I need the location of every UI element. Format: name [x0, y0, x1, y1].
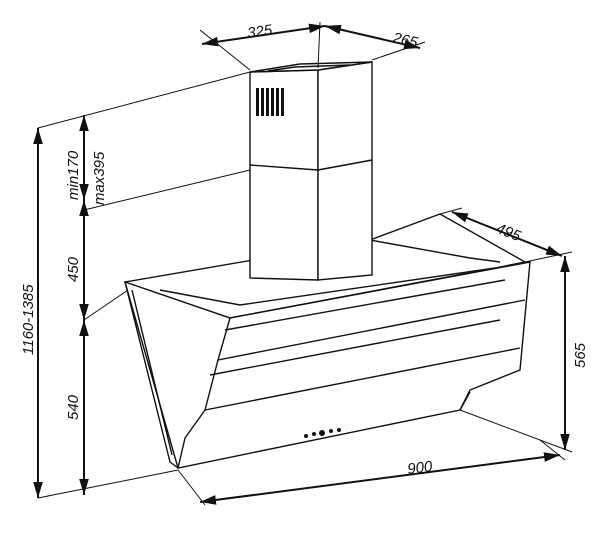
vent-slots-icon: [256, 88, 284, 116]
label-hood-side-height: 565: [572, 342, 589, 368]
dimension-lines: [33, 21, 573, 506]
label-chimney-depth: 265: [390, 29, 420, 52]
label-chimney-min: min170: [65, 150, 82, 200]
label-chimney-max: max395: [91, 151, 108, 205]
label-chimney-lower: 450: [65, 256, 82, 282]
label-hood-depth: 495: [494, 220, 524, 245]
label-chimney-width: 325: [246, 22, 274, 42]
control-panel: [304, 428, 341, 438]
label-hood-height: 540: [65, 394, 82, 420]
label-hood-width: 900: [406, 458, 434, 478]
hood-glass-panel: [123, 261, 531, 469]
chimney: [249, 61, 373, 281]
label-total-height: 1160-1385: [20, 284, 37, 355]
